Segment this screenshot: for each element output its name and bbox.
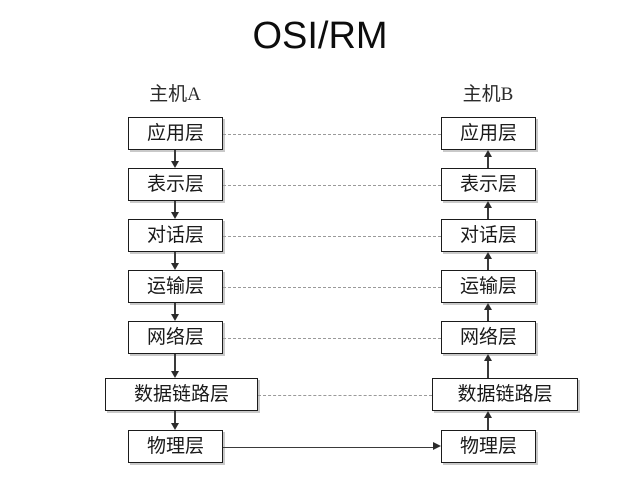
layer-box-left-presentation[interactable]: 表示层 bbox=[128, 168, 223, 201]
host-a-label: 主机A bbox=[149, 84, 201, 105]
arrow-up-icon bbox=[484, 201, 492, 208]
page-title: OSI/RM bbox=[252, 15, 388, 57]
flow-line-right-physical-to-datalink bbox=[487, 417, 489, 430]
layer-box-left-transport[interactable]: 运输层 bbox=[128, 270, 223, 303]
layer-box-left-physical[interactable]: 物理层 bbox=[128, 430, 223, 463]
layer-box-right-application[interactable]: 应用层 bbox=[441, 117, 536, 150]
layer-box-right-physical[interactable]: 物理层 bbox=[441, 430, 536, 463]
peer-link-presentation bbox=[223, 184, 441, 186]
arrow-up-icon bbox=[484, 354, 492, 361]
arrow-down-icon bbox=[171, 161, 179, 168]
layer-box-left-datalink[interactable]: 数据链路层 bbox=[105, 378, 258, 411]
arrow-down-icon bbox=[171, 212, 179, 219]
layer-box-right-transport[interactable]: 运输层 bbox=[441, 270, 536, 303]
flow-line-right-session-to-presentation bbox=[487, 207, 489, 219]
arrow-down-icon bbox=[171, 423, 179, 430]
flow-line-left-application-to-presentation bbox=[174, 150, 176, 162]
layer-box-right-network[interactable]: 网络层 bbox=[441, 321, 536, 354]
peer-link-application bbox=[223, 133, 441, 135]
peer-link-transport bbox=[223, 286, 441, 288]
arrow-down-icon bbox=[171, 371, 179, 378]
flow-line-left-presentation-to-session bbox=[174, 201, 176, 213]
host-b-label: 主机B bbox=[462, 84, 514, 105]
flow-line-left-transport-to-network bbox=[174, 303, 176, 315]
layer-box-left-application[interactable]: 应用层 bbox=[128, 117, 223, 150]
layer-box-right-datalink[interactable]: 数据链路层 bbox=[432, 378, 578, 411]
layer-box-left-session[interactable]: 对话层 bbox=[128, 219, 223, 252]
peer-link-physical bbox=[223, 446, 433, 448]
flow-line-right-datalink-to-network bbox=[487, 360, 489, 378]
peer-link-datalink bbox=[258, 394, 432, 396]
arrow-right-icon bbox=[433, 442, 441, 450]
peer-link-session bbox=[223, 235, 441, 237]
arrow-up-icon bbox=[484, 252, 492, 259]
arrow-up-icon bbox=[484, 303, 492, 310]
arrow-down-icon bbox=[171, 314, 179, 321]
flow-line-left-datalink-to-physical bbox=[174, 411, 176, 424]
arrow-up-icon bbox=[484, 150, 492, 157]
layer-box-left-network[interactable]: 网络层 bbox=[128, 321, 223, 354]
flow-line-right-network-to-transport bbox=[487, 309, 489, 321]
arrow-down-icon bbox=[171, 263, 179, 270]
arrow-up-icon bbox=[484, 411, 492, 418]
layer-box-right-presentation[interactable]: 表示层 bbox=[441, 168, 536, 201]
flow-line-right-transport-to-session bbox=[487, 258, 489, 270]
flow-line-left-network-to-datalink bbox=[174, 354, 176, 372]
peer-link-network bbox=[223, 337, 441, 339]
flow-line-left-session-to-transport bbox=[174, 252, 176, 264]
layer-box-right-session[interactable]: 对话层 bbox=[441, 219, 536, 252]
flow-line-right-presentation-to-application bbox=[487, 156, 489, 168]
